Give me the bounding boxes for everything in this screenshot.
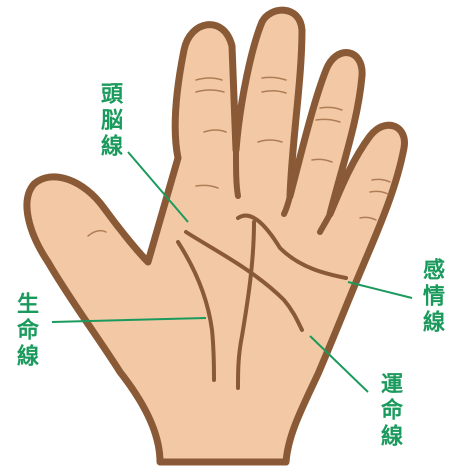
finger-gap-1 bbox=[236, 150, 238, 196]
heart-line-label: 感情線 bbox=[420, 258, 442, 336]
fate-line-label: 運命線 bbox=[378, 372, 400, 450]
head-line-label: 頭脳線 bbox=[98, 82, 120, 160]
heart-line-leader bbox=[348, 282, 412, 298]
life-line-label: 生命線 bbox=[14, 292, 36, 370]
